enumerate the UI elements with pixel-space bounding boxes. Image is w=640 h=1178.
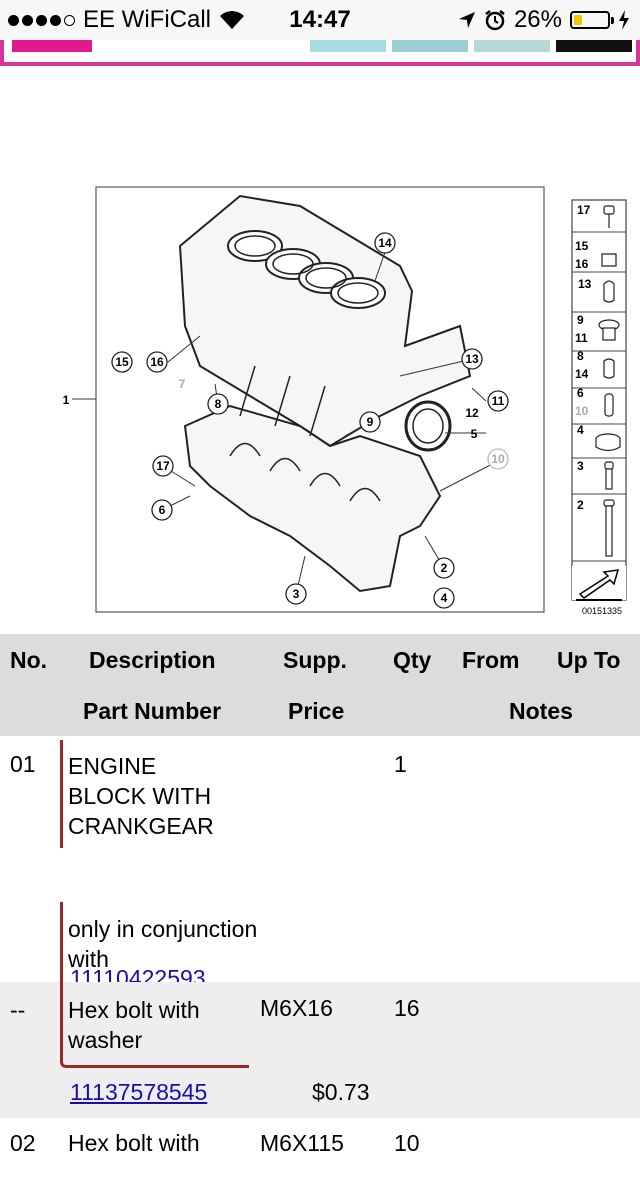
callout-15: 15 bbox=[111, 351, 133, 373]
svg-text:2: 2 bbox=[577, 498, 584, 512]
svg-text:9: 9 bbox=[577, 313, 584, 327]
wifi-icon bbox=[220, 11, 245, 29]
row-qty: 10 bbox=[394, 1130, 420, 1156]
alarm-icon bbox=[485, 10, 505, 31]
svg-text:6: 6 bbox=[577, 386, 584, 400]
parts-table: No. Description Supp. Qty From Up To Par… bbox=[0, 634, 640, 1178]
parts-diagram: 14 15 16 13 8 11 9 10 17 6 3 2 4 1 7 12 … bbox=[0, 66, 640, 626]
callout-11: 11 bbox=[487, 390, 509, 412]
svg-text:13: 13 bbox=[465, 352, 479, 366]
svg-text:6: 6 bbox=[159, 503, 166, 517]
svg-text:10: 10 bbox=[575, 404, 589, 418]
header-notes: Notes bbox=[509, 698, 573, 724]
location-arrow-icon bbox=[458, 12, 475, 28]
table-row: 01 ENGINE BLOCK WITH CRANKGEAR 1 1111042… bbox=[0, 736, 640, 991]
header-part-number: Part Number bbox=[83, 698, 222, 724]
callout-1: 1 bbox=[63, 393, 70, 407]
row-qty: 1 bbox=[394, 751, 407, 777]
svg-text:14: 14 bbox=[378, 236, 392, 250]
table-row: -- Hex bolt with washer M6X16 16 1113757… bbox=[0, 982, 640, 1118]
svg-text:3: 3 bbox=[577, 459, 584, 473]
callout-16: 16 bbox=[146, 351, 168, 373]
svg-text:8: 8 bbox=[215, 397, 222, 411]
row-description: ENGINE BLOCK WITH CRANKGEAR bbox=[68, 753, 214, 839]
row-description: Hex bolt with washer bbox=[68, 997, 200, 1053]
header-qty: Qty bbox=[393, 647, 432, 673]
clock: 14:47 bbox=[289, 6, 351, 33]
row-no: 02 bbox=[10, 1130, 36, 1156]
table-header: No. Description Supp. Qty From Up To Par… bbox=[0, 634, 640, 736]
table-row: 02 Hex bolt with M6X115 10 bbox=[0, 1118, 640, 1178]
callout-13: 13 bbox=[461, 348, 483, 370]
charging-bolt-icon bbox=[619, 10, 629, 30]
svg-text:4: 4 bbox=[577, 423, 584, 437]
callout-4: 4 bbox=[433, 587, 455, 609]
svg-text:16: 16 bbox=[575, 257, 589, 271]
header-supp: Supp. bbox=[283, 647, 347, 673]
svg-text:14: 14 bbox=[575, 367, 589, 381]
ad-banner[interactable] bbox=[0, 40, 640, 66]
row-qty: 16 bbox=[394, 995, 420, 1021]
callout-2: 2 bbox=[433, 557, 455, 579]
orientation-arrow-icon bbox=[578, 569, 620, 599]
battery-percentage: 26% bbox=[513, 6, 562, 33]
svg-text:16: 16 bbox=[150, 355, 164, 369]
callout-3: 3 bbox=[285, 583, 307, 605]
header-description: Description bbox=[89, 647, 216, 673]
header-from: From bbox=[462, 647, 520, 673]
svg-text:11: 11 bbox=[492, 394, 505, 408]
battery-icon bbox=[570, 11, 614, 29]
svg-text:17: 17 bbox=[577, 203, 591, 217]
callout-5: 5 bbox=[471, 427, 478, 441]
svg-text:3: 3 bbox=[293, 587, 300, 601]
row-note: only in conjunction with bbox=[68, 916, 258, 972]
svg-text:11: 11 bbox=[575, 331, 588, 345]
svg-text:17: 17 bbox=[156, 459, 170, 473]
row-supp: M6X16 bbox=[260, 995, 333, 1021]
status-bar: EE WiFiCall 14:47 26% bbox=[0, 0, 640, 40]
svg-text:10: 10 bbox=[491, 452, 505, 466]
callout-7: 7 bbox=[179, 377, 186, 391]
callout-10: 10 bbox=[487, 448, 509, 470]
callout-12: 12 bbox=[465, 406, 479, 420]
header-up-to: Up To bbox=[557, 647, 621, 673]
svg-text:15: 15 bbox=[115, 355, 129, 369]
header-price: Price bbox=[288, 698, 345, 724]
callout-14: 14 bbox=[374, 232, 396, 254]
part-number-link[interactable]: 11137578545 bbox=[70, 1079, 208, 1105]
svg-text:15: 15 bbox=[575, 239, 589, 253]
header-no: No. bbox=[10, 647, 48, 673]
engine-block-diagram: 14 15 16 13 8 11 9 10 17 6 3 2 4 1 7 12 … bbox=[63, 186, 627, 616]
callout-6: 6 bbox=[151, 499, 173, 521]
row-price: $0.73 bbox=[312, 1079, 370, 1105]
svg-text:4: 4 bbox=[441, 591, 448, 605]
callout-8: 8 bbox=[207, 393, 229, 415]
row-no: 01 bbox=[10, 751, 36, 777]
row-no: -- bbox=[10, 997, 26, 1023]
row-supp: M6X115 bbox=[260, 1130, 344, 1156]
svg-text:13: 13 bbox=[578, 277, 592, 291]
signal-strength-icon bbox=[8, 14, 75, 26]
diagram-code: 00151335 bbox=[582, 606, 622, 616]
svg-text:2: 2 bbox=[441, 561, 448, 575]
callout-9: 9 bbox=[359, 411, 381, 433]
callout-17: 17 bbox=[152, 455, 174, 477]
row-description: Hex bolt with bbox=[68, 1130, 200, 1156]
carrier-name: EE WiFiCall bbox=[83, 6, 212, 33]
svg-text:8: 8 bbox=[577, 349, 584, 363]
svg-text:9: 9 bbox=[367, 415, 374, 429]
